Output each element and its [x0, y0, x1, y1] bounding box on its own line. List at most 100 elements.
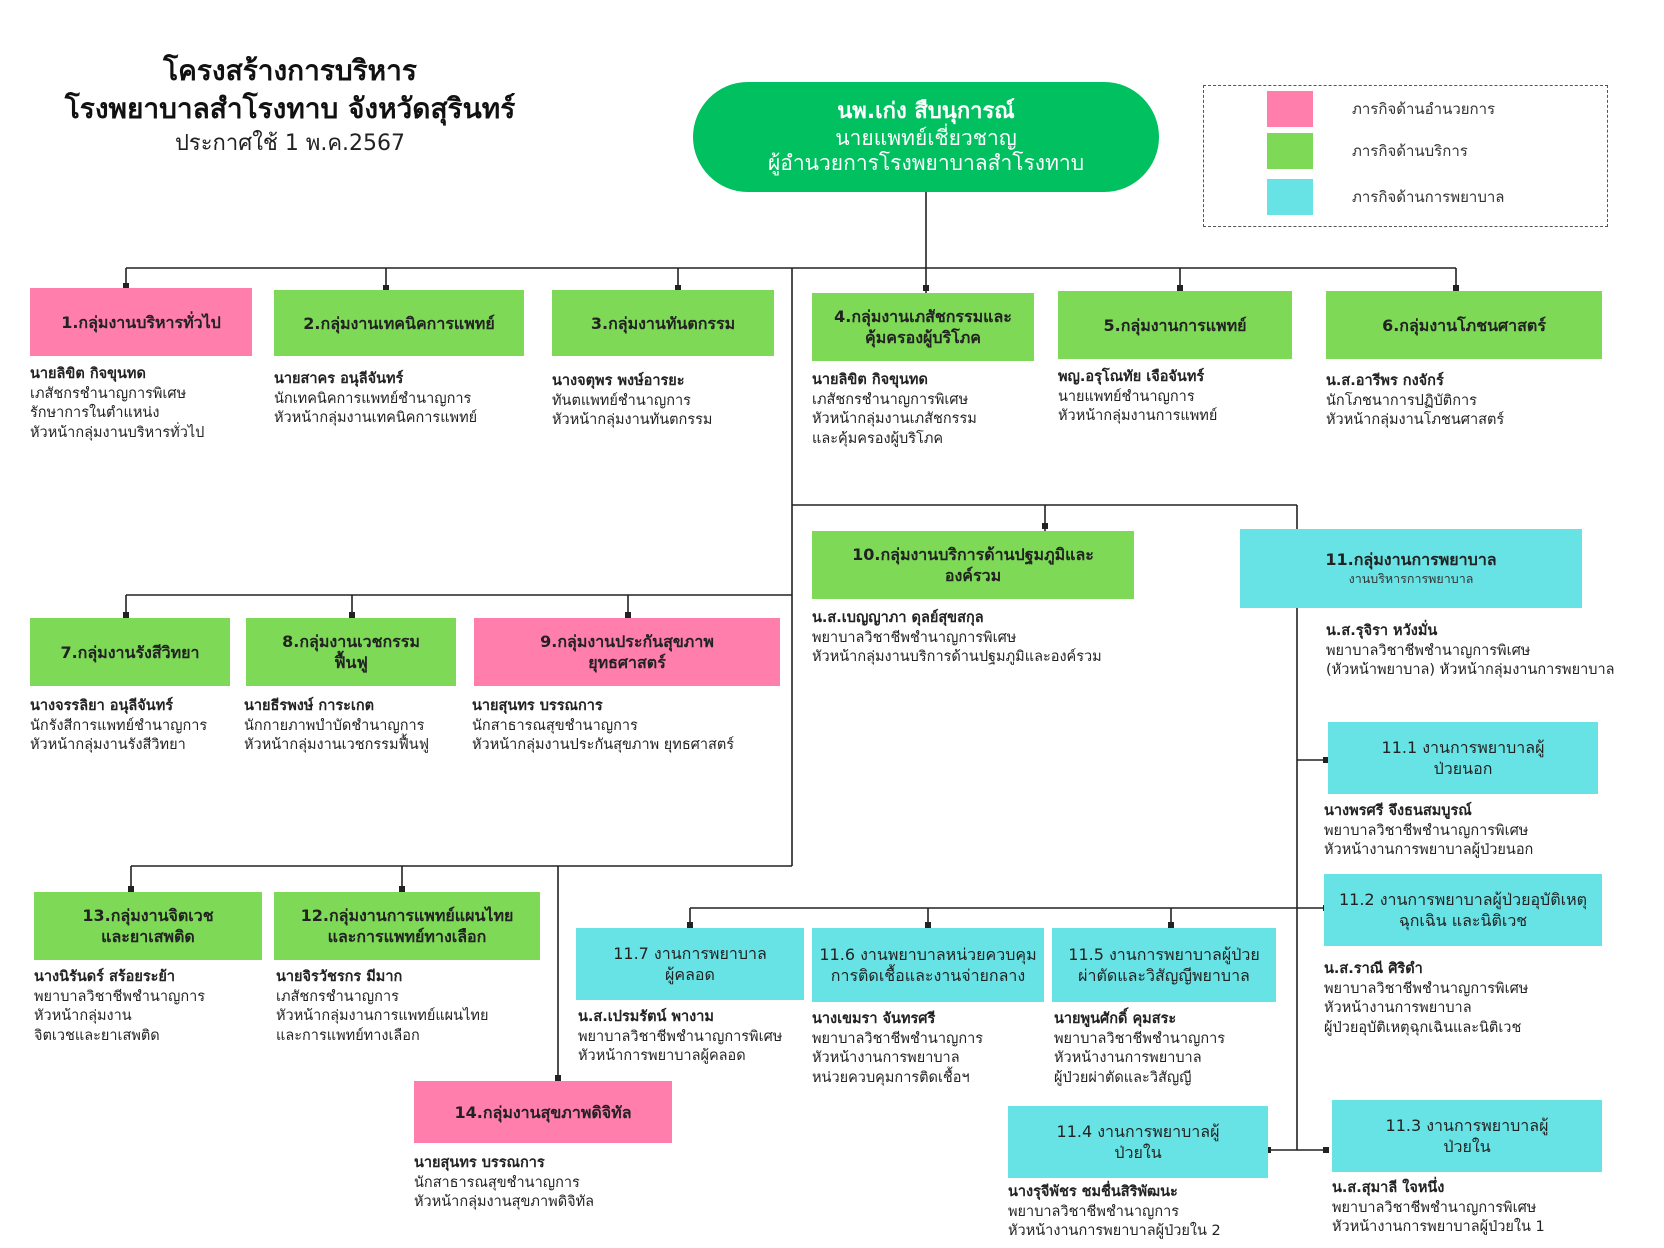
- subunit-11-2-person: น.ส.ราณี ศิริดำ: [1324, 961, 1423, 977]
- unit-1-line: เภสัชกรชำนาญการพิเศษ: [30, 385, 187, 402]
- unit-11-subtitle: งานบริหารการพยาบาล: [1348, 571, 1474, 586]
- unit-10-person: น.ส.เบญญาภา ดุลย์สุขสกุล: [812, 610, 984, 626]
- unit-7-info: นางจรรลิยา อนุลีจันทร์ นักรังสีการแพทย์ช…: [30, 697, 207, 756]
- unit-10-box: 10.กลุ่มงานบริการด้านปฐมภูมิและองค์รวม: [812, 531, 1134, 599]
- unit-7-line: หัวหน้ากลุ่มงานรังสีวิทยา: [30, 737, 186, 753]
- unit-13-line: จิตเวชและยาเสพติด: [34, 1027, 160, 1044]
- unit-11-person: น.ส.รุจิรา หวังมั่น: [1326, 623, 1438, 639]
- subunit-11-7-box: 11.7 งานการพยาบาลผู้คลอด: [576, 928, 804, 1000]
- subunit-11-2-line: พยาบาลวิชาชีพชำนาญการพิเศษ: [1324, 980, 1529, 997]
- unit-2-title: 2.กลุ่มงานเทคนิคการแพทย์: [303, 313, 495, 333]
- unit-13-title: 13.กลุ่มงานจิตเวชและยาเสพติด: [82, 906, 214, 946]
- legend-swatch-nursing: [1267, 179, 1313, 215]
- unit-5-title: 5.กลุ่มงานการแพทย์: [1103, 315, 1247, 335]
- subunit-11-3-box: 11.3 งานการพยาบาลผู้ป่วยใน: [1332, 1100, 1602, 1172]
- unit-14-line: หัวหน้ากลุ่มงานสุขภาพดิจิทัล: [414, 1194, 595, 1210]
- subunit-11-6-line: หัวหน้างานการพยาบาล: [812, 1050, 960, 1066]
- subunit-11-5-info: นายพูนศักดิ์ คุมสระ พยาบาลวิชาชีพชำนาญกา…: [1054, 1010, 1225, 1088]
- subunit-11-5-line: ผู้ป่วยผ่าตัดและวิสัญญี: [1054, 1069, 1192, 1086]
- unit-12-person: นายจิรวัชรกร มีมาก: [276, 969, 403, 985]
- legend-swatch-admin: [1267, 91, 1313, 127]
- unit-9-line: นักสาธารณสุขชำนาญการ: [472, 717, 638, 734]
- subunit-11-4-info: นางรุจีพัชร ชมชื่นสิริพัฒนะ พยาบาลวิชาชี…: [1008, 1183, 1221, 1242]
- unit-6-line: หัวหน้ากลุ่มงานโภชนศาสตร์: [1326, 412, 1505, 428]
- subunit-11-1-person: นางพรศรี จึงธนสมบูรณ์: [1324, 803, 1472, 819]
- unit-1-person: นายลิขิต กิจขุนทด: [30, 366, 146, 382]
- unit-4-line: และคุ้มครองผู้บริโภค: [812, 430, 944, 447]
- unit-8-person: นายธีรพงษ์ การะเกต: [244, 698, 375, 714]
- unit-10-title: 10.กลุ่มงานบริการด้านปฐมภูมิและองค์รวม: [852, 545, 1094, 585]
- unit-13-line: หัวหน้ากลุ่มงาน: [34, 1008, 132, 1024]
- unit-9-info: นายสุนทร บรรณการ นักสาธารณสุขชำนาญการ หั…: [472, 697, 734, 756]
- unit-14-info: นายสุนทร บรรณการ นักสาธารณสุขชำนาญการ หั…: [414, 1154, 594, 1213]
- unit-4-line: เภสัชกรชำนาญการพิเศษ: [812, 391, 969, 408]
- subunit-11-6-box: 11.6 งานพยาบาลหน่วยควบคุมการติดเชื้อและง…: [812, 928, 1044, 1002]
- subunit-11-5-person: นายพูนศักดิ์ คุมสระ: [1054, 1011, 1177, 1027]
- unit-3-info: นางจตุพร พงษ์อารยะ ทันตแพทย์ชำนาญการ หัว…: [552, 372, 712, 431]
- subunit-11-3-info: น.ส.สุมาลี ใจหนึ่ง พยาบาลวิชาชีพชำนาญการ…: [1332, 1179, 1545, 1238]
- unit-7-person: นางจรรลิยา อนุลีจันทร์: [30, 698, 174, 714]
- unit-13-person: นางนิรันดร์ สร้อยระย้า: [34, 969, 176, 985]
- subunit-11-3-person: น.ส.สุมาลี ใจหนึ่ง: [1332, 1180, 1445, 1196]
- unit-1-line: หัวหน้ากลุ่มงานบริหารทั่วไป: [30, 424, 205, 441]
- subunit-11-2-info: น.ส.ราณี ศิริดำ พยาบาลวิชาชีพชำนาญการพิเ…: [1324, 960, 1528, 1038]
- unit-3-person: นางจตุพร พงษ์อารยะ: [552, 373, 685, 389]
- unit-14-line: นักสาธารณสุขชำนาญการ: [414, 1174, 580, 1191]
- subunit-11-1-line: พยาบาลวิชาชีพชำนาญการพิเศษ: [1324, 822, 1529, 839]
- unit-4-box: 4.กลุ่มงานเภสัชกรรมและคุ้มครองผู้บริโภค: [812, 293, 1034, 361]
- legend-label-service: ภารกิจด้านบริการ: [1352, 142, 1468, 160]
- unit-5-line: หัวหน้ากลุ่มงานการแพทย์: [1058, 408, 1218, 424]
- unit-13-line: พยาบาลวิชาชีพชำนาญการ: [34, 988, 206, 1005]
- unit-11-title: 11.กลุ่มงานการพยาบาล: [1325, 550, 1497, 569]
- director-position: นายแพทย์เชี่ยวชาญ: [835, 126, 1017, 150]
- subunit-11-4-title: 11.4 งานการพยาบาลผู้ป่วยใน: [1056, 1122, 1220, 1162]
- unit-11-line: (หัวหน้าพยาบาล) หัวหน้ากลุ่มงานการพยาบาล: [1326, 662, 1615, 678]
- unit-9-line: หัวหน้ากลุ่มงานประกันสุขภาพ ยุทธศาสตร์: [472, 737, 735, 753]
- unit-10-line: หัวหน้ากลุ่มงานบริการด้านปฐมภูมิและองค์ร…: [812, 649, 1102, 665]
- unit-12-box: 12.กลุ่มงานการแพทย์แผนไทยและการแพทย์ทางเ…: [274, 892, 540, 960]
- unit-7-box: 7.กลุ่มงานรังสีวิทยา: [30, 618, 230, 686]
- subunit-11-1-title: 11.1 งานการพยาบาลผู้ป่วยนอก: [1381, 738, 1545, 778]
- unit-7-line: นักรังสีการแพทย์ชำนาญการ: [30, 717, 208, 734]
- unit-9-person: นายสุนทร บรรณการ: [472, 698, 603, 714]
- unit-12-line: และการแพทย์ทางเลือก: [276, 1027, 420, 1044]
- director-name: นพ.เก่ง สืบนุการณ์: [837, 99, 1015, 124]
- subunit-11-2-line: หัวหน้างานการพยาบาล: [1324, 1000, 1472, 1016]
- unit-1-line: รักษาการในตำแหน่ง: [30, 405, 160, 421]
- subunit-11-5-title: 11.5 งานการพยาบาลผู้ป่วยผ่าตัดและวิสัญญี…: [1068, 945, 1260, 985]
- title-line-2: โรงพยาบาลสำโรงทาบ จังหวัดสุรินทร์: [64, 92, 516, 125]
- subunit-11-7-person: น.ส.เปรมรัตน์ พางาม: [578, 1009, 714, 1025]
- unit-1-info: นายลิขิต กิจขุนทด เภสัชกรชำนาญการพิเศษ ร…: [30, 365, 204, 443]
- subunit-11-6-title: 11.6 งานพยาบาลหน่วยควบคุมการติดเชื้อและง…: [819, 945, 1037, 985]
- unit-14-person: นายสุนทร บรรณการ: [414, 1155, 545, 1171]
- subunit-11-1-line: หัวหน้างานการพยาบาลผู้ป่วยนอก: [1324, 842, 1534, 858]
- unit-9-title: 9.กลุ่มงานประกันสุขภาพยุทธศาสตร์: [540, 632, 714, 672]
- subunit-11-4-line: หัวหน้างานการพยาบาลผู้ป่วยใน 2: [1008, 1223, 1221, 1239]
- unit-9-box: 9.กลุ่มงานประกันสุขภาพยุทธศาสตร์: [474, 618, 780, 686]
- unit-6-person: น.ส.อารีพร กงจักร์: [1326, 373, 1444, 389]
- subunit-11-2-box: 11.2 งานการพยาบาลผู้ป่วยอุบัติเหตุฉุกเฉิ…: [1324, 874, 1602, 946]
- unit-2-line: หัวหน้ากลุ่มงานเทคนิคการแพทย์: [274, 410, 478, 426]
- subunit-11-4-box: 11.4 งานการพยาบาลผู้ป่วยใน: [1008, 1106, 1268, 1178]
- unit-5-line: นายแพทย์ชำนาญการ: [1058, 388, 1195, 405]
- subunit-11-4-line: พยาบาลวิชาชีพชำนาญการ: [1008, 1203, 1180, 1220]
- legend-label-nursing: ภารกิจด้านการพยาบาล: [1352, 188, 1505, 206]
- unit-8-info: นายธีรพงษ์ การะเกต นักกายภาพบำบัดชำนาญกา…: [244, 697, 429, 756]
- unit-12-info: นายจิรวัชรกร มีมาก เภสัชกรชำนาญการ หัวหน…: [276, 968, 488, 1046]
- unit-12-line: เภสัชกรชำนาญการ: [276, 988, 399, 1005]
- unit-12-line: หัวหน้ากลุ่มงานการแพทย์แผนไทย: [276, 1008, 489, 1024]
- director-box: นพ.เก่ง สืบนุการณ์ นายแพทย์เชี่ยวชาญ ผู้…: [693, 82, 1159, 192]
- unit-13-info: นางนิรันดร์ สร้อยระย้า พยาบาลวิชาชีพชำนา…: [34, 968, 205, 1046]
- unit-1-box: 1.กลุ่มงานบริหารทั่วไป: [30, 288, 252, 356]
- unit-2-box: 2.กลุ่มงานเทคนิคการแพทย์: [274, 290, 524, 356]
- unit-10-line: พยาบาลวิชาชีพชำนาญการพิเศษ: [812, 629, 1017, 646]
- unit-6-line: นักโภชนาการปฏิบัติการ: [1326, 392, 1477, 409]
- unit-1-title: 1.กลุ่มงานบริหารทั่วไป: [61, 312, 221, 332]
- unit-11-info: น.ส.รุจิรา หวังมั่น พยาบาลวิชาชีพชำนาญกา…: [1326, 622, 1614, 681]
- director-role: ผู้อำนวยการโรงพยาบาลสำโรงทาบ: [767, 151, 1085, 175]
- unit-3-line: ทันตแพทย์ชำนาญการ: [552, 392, 691, 409]
- subunit-11-7-title: 11.7 งานการพยาบาลผู้คลอด: [613, 944, 767, 984]
- subunit-11-2-line: ผู้ป่วยอุบัติเหตุฉุกเฉินและนิติเวช: [1324, 1019, 1522, 1036]
- subunit-11-4-person: นางรุจีพัชร ชมชื่นสิริพัฒนะ: [1008, 1184, 1178, 1200]
